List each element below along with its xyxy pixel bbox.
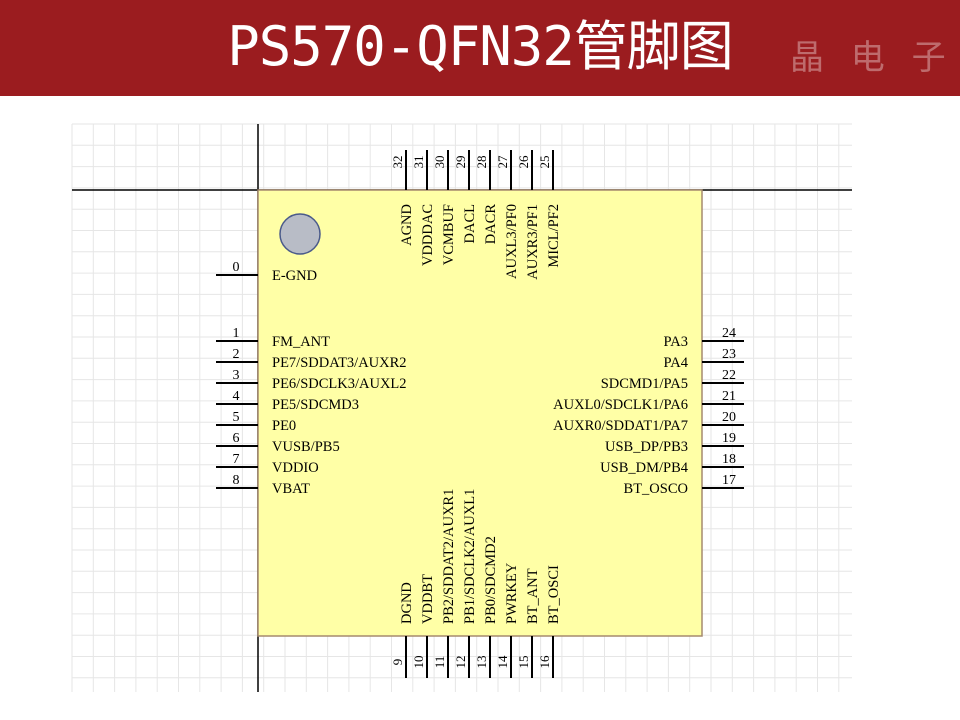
pin-label-21: AUXL0/SDCLK1/PA6 bbox=[553, 397, 688, 413]
pin-number-5: 5 bbox=[233, 410, 240, 425]
pin-label-18: USB_DM/PB4 bbox=[600, 460, 689, 476]
title-banner: PS570-QFN32管脚图 晶 电 子 bbox=[0, 0, 960, 96]
pin-number-18: 18 bbox=[722, 452, 736, 467]
pin-label-13: PB0/SDCMD2 bbox=[483, 536, 499, 624]
page-title: PS570-QFN32管脚图 bbox=[227, 15, 734, 78]
pin-number-19: 19 bbox=[722, 431, 736, 446]
pin-label-17: BT_OSCO bbox=[624, 481, 688, 497]
pin-number-27: 27 bbox=[495, 155, 510, 169]
chip-body bbox=[257, 189, 703, 637]
pin-number-12: 12 bbox=[453, 656, 468, 669]
pin-label-25: MICL/PF2 bbox=[546, 204, 562, 268]
pin-number-30: 30 bbox=[432, 156, 447, 169]
pin-number-29: 29 bbox=[453, 156, 468, 169]
pin1-marker-dot bbox=[279, 213, 321, 255]
pin-number-28: 28 bbox=[474, 156, 489, 169]
pin-label-2: PE7/SDDAT3/AUXR2 bbox=[272, 355, 407, 371]
pin-number-23: 23 bbox=[722, 347, 736, 362]
pin-label-30: VCMBUF bbox=[441, 204, 457, 265]
pin-label-3: PE6/SDCLK3/AUXL2 bbox=[272, 376, 407, 392]
pin-label-32: AGND bbox=[399, 204, 415, 246]
pin-number-1: 1 bbox=[233, 326, 240, 341]
pin-label-0: E-GND bbox=[272, 268, 317, 284]
pin-label-8: VBAT bbox=[272, 481, 310, 497]
pin-label-6: VUSB/PB5 bbox=[272, 439, 340, 455]
pin-number-7: 7 bbox=[233, 452, 240, 467]
bottom-pins: 9 DGND 10 VDDBT 11 PB2/SDDAT2/AUXR1 12 PB1/SDCL… bbox=[390, 489, 562, 678]
pin-number-21: 21 bbox=[722, 389, 736, 404]
pin-number-16: 16 bbox=[537, 655, 552, 669]
pin-label-9: DGND bbox=[399, 582, 415, 624]
pin-label-7: VDDIO bbox=[272, 460, 319, 476]
pin-number-15: 15 bbox=[516, 656, 531, 669]
pin-number-11: 11 bbox=[432, 656, 447, 669]
pin-number-8: 8 bbox=[233, 473, 240, 488]
pin-number-6: 6 bbox=[233, 431, 240, 446]
pin-label-10: VDDBT bbox=[420, 574, 436, 624]
pin-label-24: PA3 bbox=[664, 334, 688, 350]
pin-label-14: PWRKEY bbox=[504, 562, 520, 624]
pin-number-3: 3 bbox=[233, 368, 240, 383]
pin-number-4: 4 bbox=[233, 389, 240, 404]
pin-number-10: 10 bbox=[411, 656, 426, 669]
pin-number-17: 17 bbox=[722, 473, 736, 488]
pin-label-27: AUXL3/PF0 bbox=[504, 204, 520, 279]
pin-label-12: PB1/SDCLK2/AUXL1 bbox=[462, 489, 478, 624]
pin-number-14: 14 bbox=[495, 655, 510, 669]
pin-number-20: 20 bbox=[722, 410, 736, 425]
pin-number-0: 0 bbox=[233, 260, 240, 275]
pin-label-29: DACL bbox=[462, 204, 478, 243]
pin-number-25: 25 bbox=[537, 156, 552, 169]
pin-label-16: BT_OSCI bbox=[546, 565, 562, 624]
pin-number-13: 13 bbox=[474, 656, 489, 669]
banner-watermark: 晶 电 子 bbox=[790, 38, 954, 78]
pin-label-28: DACR bbox=[483, 204, 499, 245]
pin-label-22: SDCMD1/PA5 bbox=[601, 376, 688, 392]
pin-number-24: 24 bbox=[722, 326, 736, 341]
pin-label-26: AUXR3/PF1 bbox=[525, 204, 541, 280]
pin-label-5: PE0 bbox=[272, 418, 296, 434]
pin-number-2: 2 bbox=[233, 347, 240, 362]
pin-label-19: USB_DP/PB3 bbox=[605, 439, 688, 455]
pin-number-26: 26 bbox=[516, 155, 531, 169]
pin-label-31: VDDDAC bbox=[420, 204, 436, 266]
pin-label-23: PA4 bbox=[664, 355, 689, 371]
pin-number-22: 22 bbox=[722, 368, 736, 383]
pin-label-11: PB2/SDDAT2/AUXR1 bbox=[441, 489, 457, 624]
pin-number-9: 9 bbox=[390, 659, 405, 666]
pin-label-1: FM_ANT bbox=[272, 334, 330, 350]
pin-label-4: PE5/SDCMD3 bbox=[272, 397, 359, 413]
pin-label-20: AUXR0/SDDAT1/PA7 bbox=[553, 418, 688, 434]
pin-number-32: 32 bbox=[390, 156, 405, 169]
pin-label-15: BT_ANT bbox=[525, 568, 541, 624]
pin-number-31: 31 bbox=[411, 156, 426, 169]
